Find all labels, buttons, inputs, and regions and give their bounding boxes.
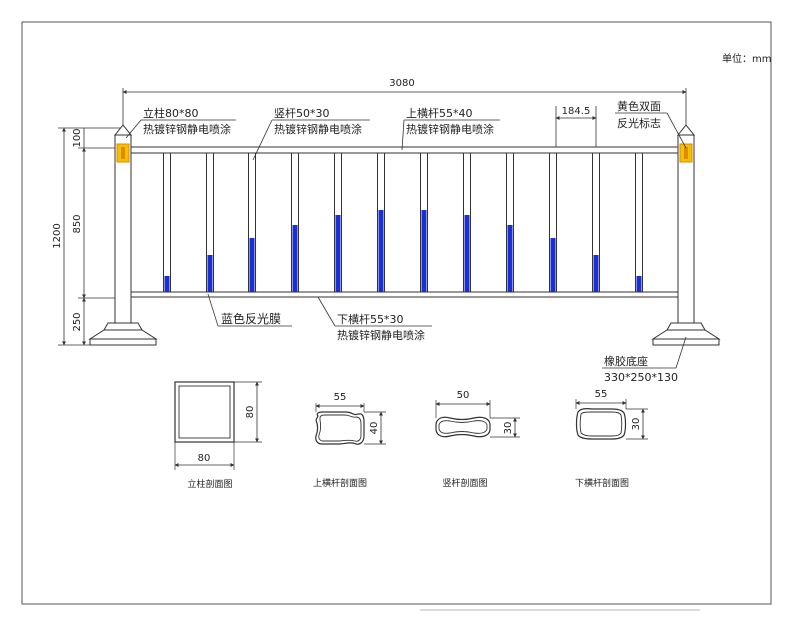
top-rail-section-h: 40 — [369, 422, 380, 435]
reflector-callout: 黄色双面 反光标志 — [615, 99, 687, 149]
drawing-frame — [21, 21, 772, 605]
picket-callout-line2: 热镀锌钢静电喷涂 — [274, 122, 362, 136]
blue-film-label: 蓝色反光膜 — [221, 312, 281, 326]
right-post-body — [677, 134, 695, 324]
top-rail-section: 55 40 上横杆剖面图 — [313, 392, 386, 489]
pitch-dimension: 184.5 — [555, 106, 597, 152]
reflector-callout-line2: 反光标志 — [617, 116, 661, 130]
unit-label: 单位：mm — [722, 52, 771, 65]
bottom-rail-callout: 下横杆55*30 热镀锌钢静电喷涂 — [317, 296, 432, 342]
pickets — [163, 152, 643, 293]
right-base-top — [666, 322, 706, 331]
right-post-cap — [676, 124, 696, 136]
picket-callout: 竖杆50*30 热镀锌钢静电喷涂 — [252, 106, 370, 161]
left-post-cap — [113, 124, 133, 136]
top-rail — [130, 146, 679, 154]
bottom-rail-section-caption: 下横杆剖面图 — [575, 477, 629, 489]
bottom-rail-callout-line1: 下横杆55*30 — [337, 312, 404, 326]
top-rail-section-caption: 上横杆剖面图 — [313, 477, 367, 489]
left-reflector-stripe — [121, 147, 125, 159]
picket-section-caption: 竖杆剖面图 — [442, 477, 487, 489]
base-height-label: 250 — [72, 312, 83, 331]
blue-reflective-film — [464, 215, 470, 292]
blue-reflective-film — [593, 255, 599, 292]
left-base-top — [103, 322, 143, 331]
blue-reflective-film — [636, 276, 642, 292]
picket-section-w: 50 — [457, 390, 470, 401]
top-rail-section-w: 55 — [334, 392, 347, 403]
bottom-rail — [130, 291, 679, 298]
post-callout-line1: 立柱80*80 — [143, 106, 199, 120]
post-section-caption: 立柱剖面图 — [187, 478, 232, 490]
right-reflector-stripe — [684, 147, 688, 159]
picket — [163, 152, 171, 293]
picket-section: 50 30 竖杆剖面图 — [435, 390, 520, 489]
blue-reflective-film — [207, 255, 213, 292]
post-section-h: 80 — [245, 406, 256, 419]
left-base-mid — [88, 329, 158, 340]
total-height-label: 1200 — [52, 223, 63, 248]
top-rail-callout-line2: 热镀锌钢静电喷涂 — [406, 122, 494, 136]
post-callout-line2: 热镀锌钢静电喷涂 — [143, 122, 231, 136]
pitch-label: 184.5 — [562, 106, 591, 117]
top-band-label: 100 — [72, 128, 83, 147]
blue-reflective-film — [335, 215, 341, 292]
post-section-w: 80 — [198, 453, 211, 464]
right-post — [651, 124, 721, 346]
blue-reflective-film — [507, 225, 513, 292]
picket-section-h: 30 — [503, 422, 514, 435]
bottom-rail-section-h: 30 — [631, 418, 642, 431]
reflector-callout-line1: 黄色双面 — [617, 99, 661, 113]
base-callout-line2: 330*250*130 — [604, 371, 678, 384]
top-rail-callout-line1: 上横杆55*40 — [406, 106, 473, 120]
blue-reflective-film — [164, 276, 170, 292]
height-dimensions: 1200 100 850 250 — [52, 127, 123, 346]
post-section: 80 80 立柱剖面图 — [174, 381, 262, 490]
left-base-plate — [89, 338, 157, 346]
width-dimension: 3080 — [122, 78, 687, 128]
blue-film-callout: 蓝色反光膜 — [207, 293, 292, 327]
blue-reflective-film — [421, 210, 427, 292]
bottom-rail-section-w: 55 — [595, 389, 608, 400]
left-post — [88, 124, 158, 346]
blue-reflective-film — [550, 238, 556, 292]
picket-callout-line1: 竖杆50*30 — [274, 106, 330, 120]
post-callout: 立柱80*80 热镀锌钢静电喷涂 — [125, 106, 236, 139]
bottom-rail-section: 55 30 下横杆剖面图 — [575, 389, 648, 489]
top-rail-callout: 上横杆55*40 热镀锌钢静电喷涂 — [401, 106, 500, 151]
blue-reflective-film — [292, 225, 298, 292]
base-callout: 橡胶底座 330*250*130 — [602, 336, 687, 384]
blue-reflective-film — [249, 238, 255, 292]
left-post-body — [114, 134, 132, 324]
blue-reflective-film — [378, 210, 384, 292]
total-width-label: 3080 — [389, 78, 414, 89]
picket — [635, 152, 643, 293]
mid-height-label: 850 — [72, 214, 83, 233]
right-base-plate — [652, 338, 720, 346]
base-callout-line1: 橡胶底座 — [604, 354, 648, 368]
bottom-rail-callout-line2: 热镀锌钢静电喷涂 — [337, 328, 425, 342]
